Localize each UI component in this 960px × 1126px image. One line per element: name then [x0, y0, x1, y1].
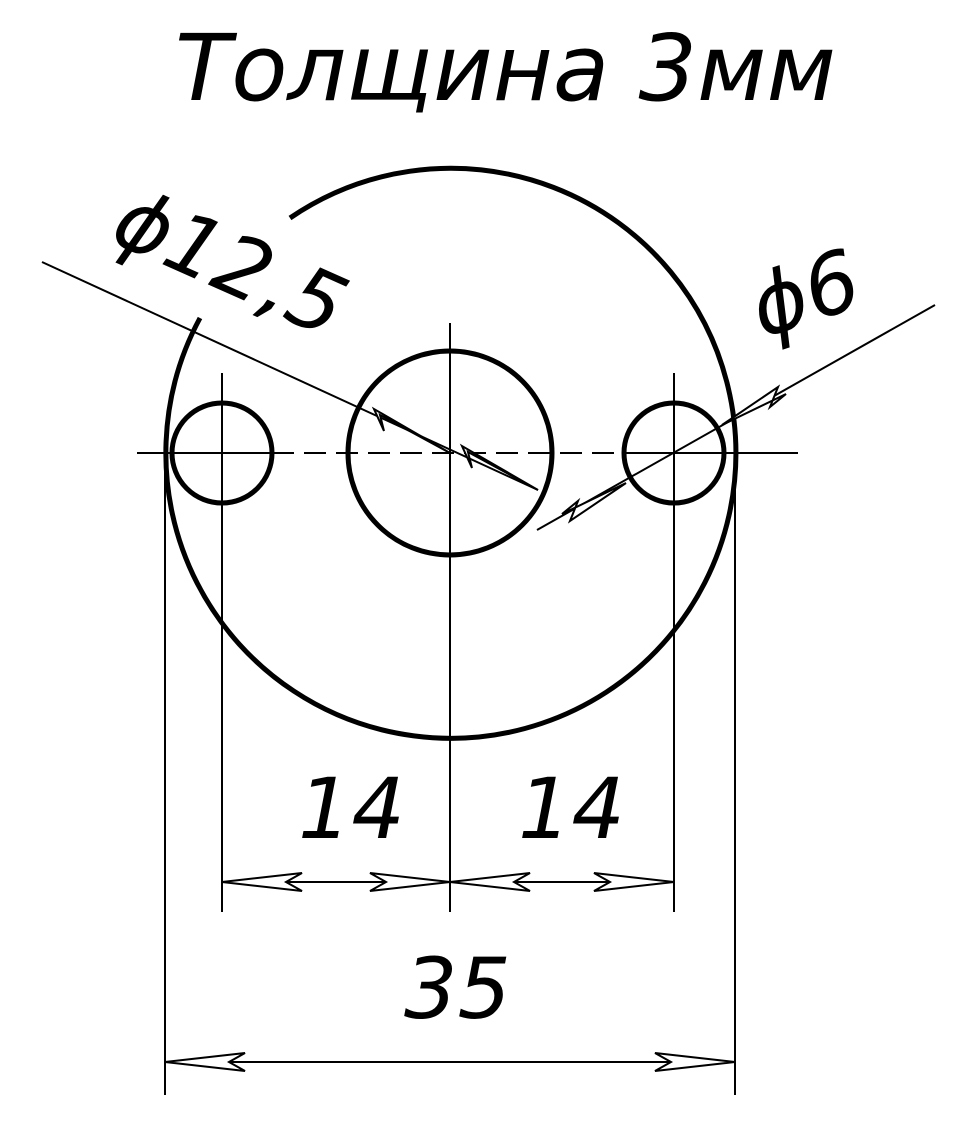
small-hole-arrowhead-upper [721, 384, 787, 426]
left-offset-label: 14 [298, 760, 405, 858]
outer-disk-outline [163, 165, 739, 741]
small-hole-arrowhead-lower [561, 482, 627, 524]
right-offset-arrow-left [449, 872, 531, 892]
left-offset-arrow-right [369, 872, 451, 892]
right-offset-label: 14 [518, 760, 625, 858]
drawing-title: Толщина 3мм [175, 15, 836, 122]
left-offset-arrow-left [221, 872, 303, 892]
big-hole-arrowhead-inner [371, 406, 451, 454]
right-offset-arrow-right [593, 872, 675, 892]
overall-arrow-right [654, 1052, 736, 1072]
small-hole-diameter-label: ϕ6 [738, 230, 872, 357]
big-hole-leader-line [41, 261, 539, 491]
overall-diameter-label: 35 [404, 940, 511, 1038]
big-hole-arrowhead-outer [459, 443, 539, 491]
overall-arrow-left [164, 1052, 246, 1072]
